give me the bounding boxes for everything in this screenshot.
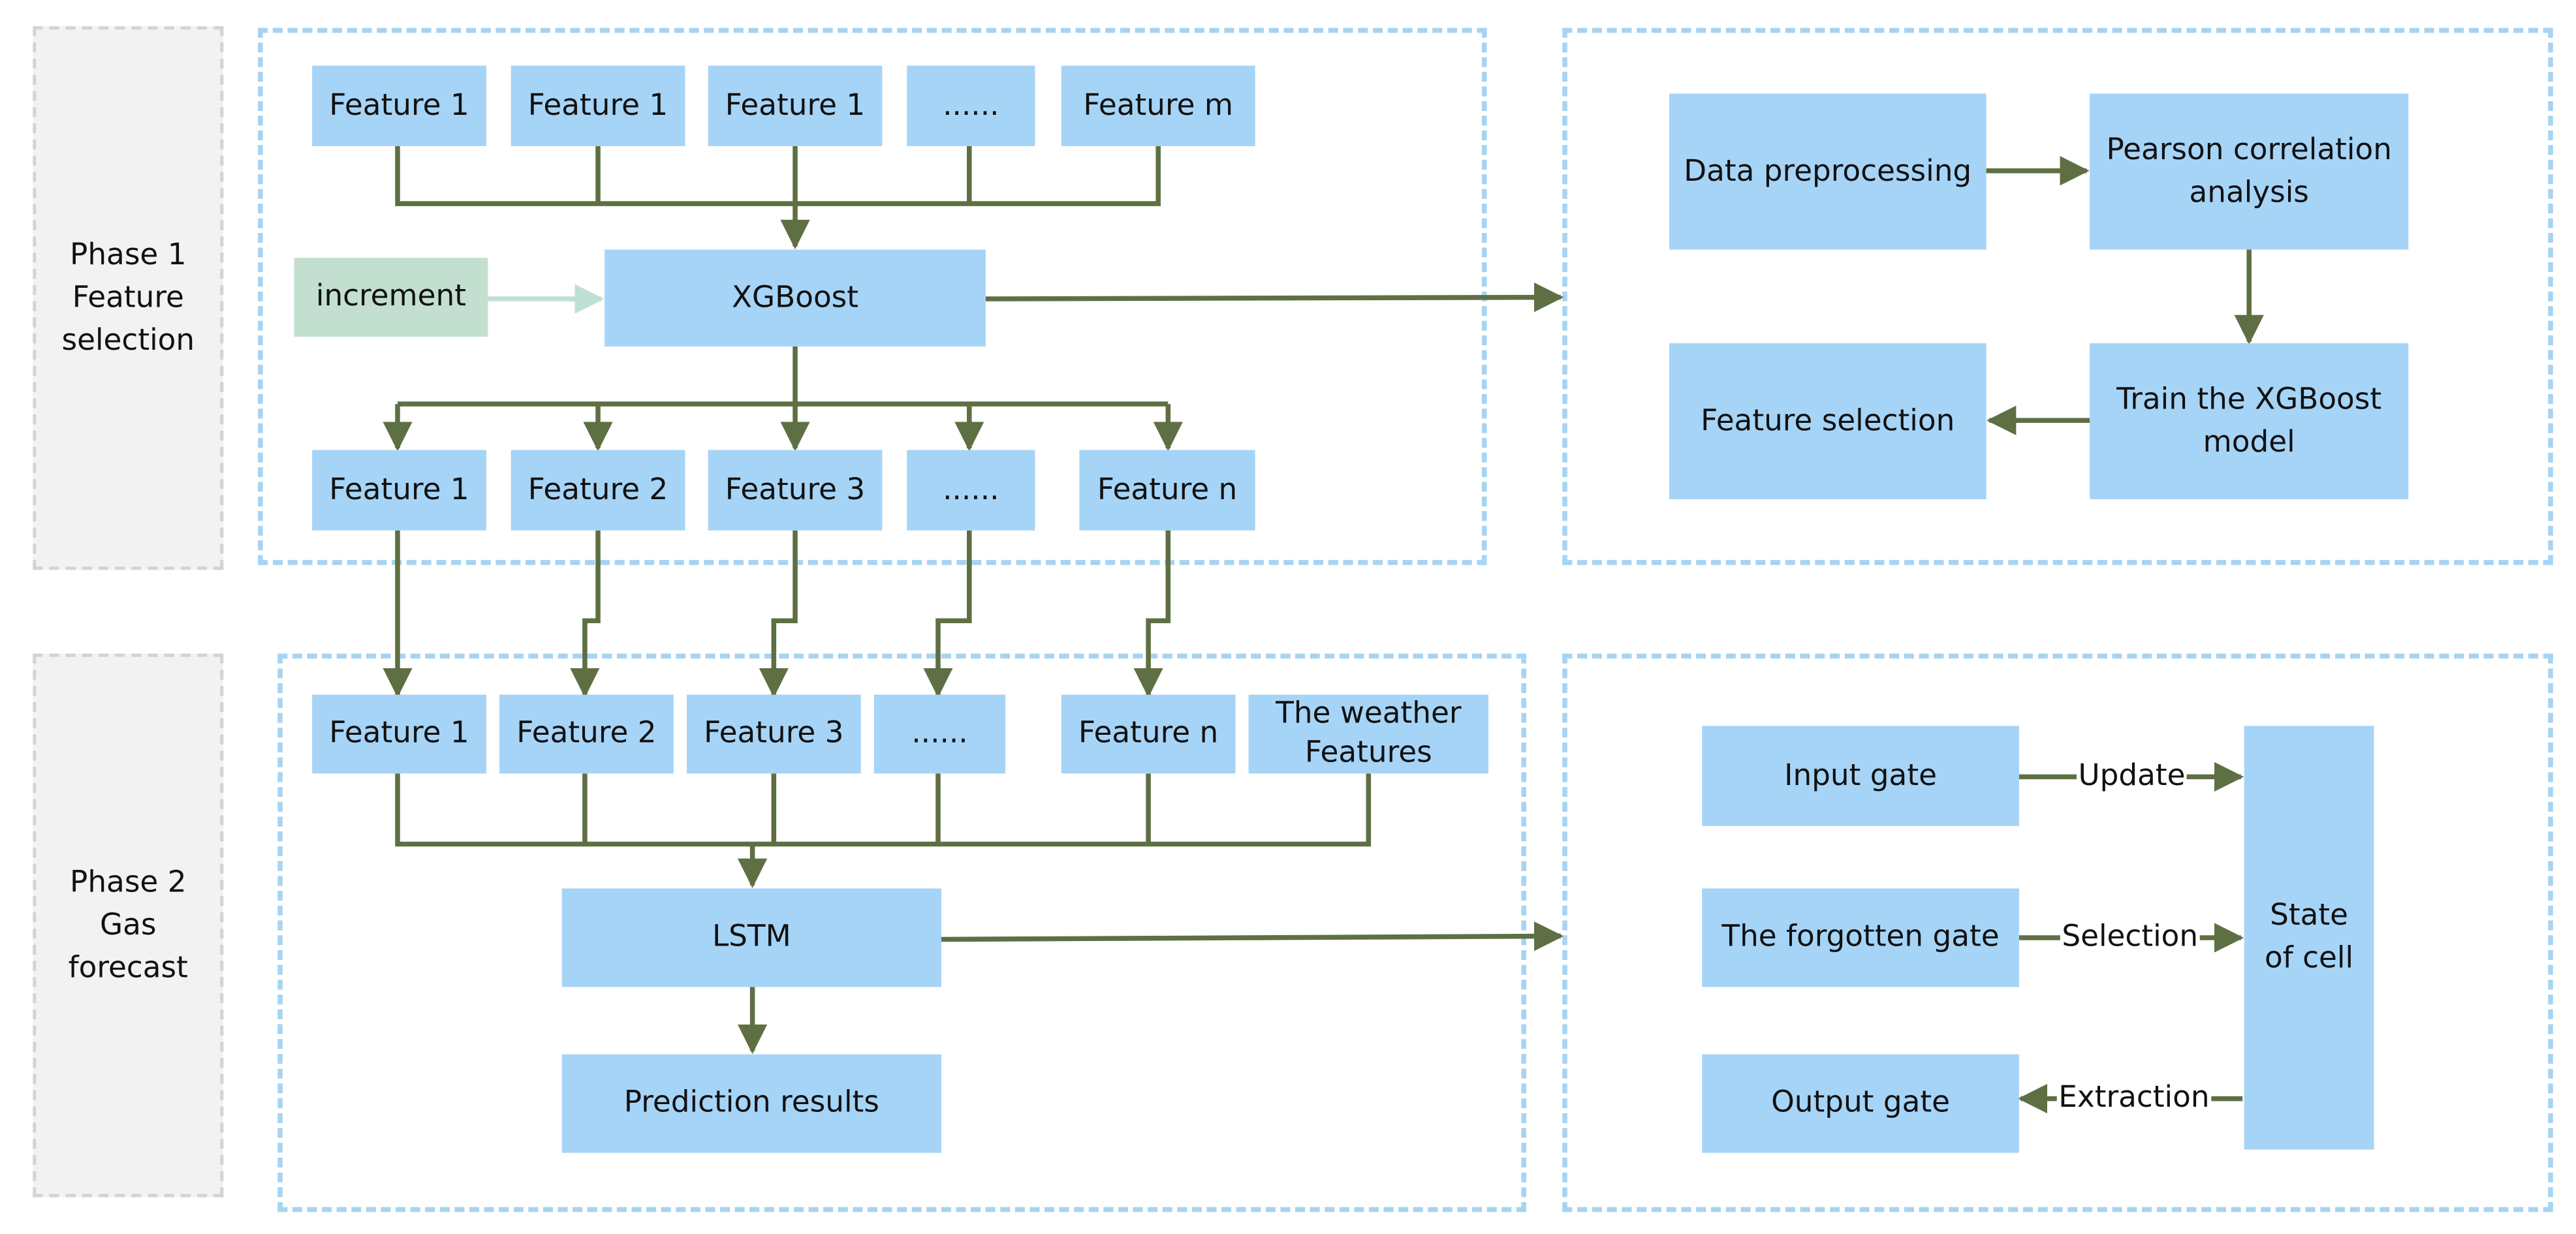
lstm-merge-line [395,773,1372,847]
lstm-input-feature-box-dots: ...... [873,694,1006,774]
cell-state-box: State of cell [2244,726,2374,1150]
extraction-label: Extraction [2056,1080,2212,1117]
phase-2-label: Phase 2 Gas forecast [33,653,224,1197]
xgboost-box: XGBoost [605,249,986,347]
lstm-input-feature-box-3: Feature 3 [686,694,861,774]
input-feature-box-1: Feature 1 [312,65,486,146]
phase-1-line-3: selection [61,322,195,358]
update-label: Update [2076,758,2188,795]
link-feature-2 [570,530,601,698]
lstm-box: LSTM [561,888,942,987]
weather-features-box: The weather Features [1248,694,1489,774]
selection-label: Selection [2060,919,2200,956]
phase-1-line-1: Phase 1 [70,237,187,272]
pearson-analysis-box: Pearson correlation analysis [2090,93,2409,250]
input-feature-box-m: Feature m [1061,65,1255,146]
input-feature-box-dots: ...... [907,65,1035,146]
phase-1-line-2: Feature [72,280,184,315]
train-xgboost-box: Train the XGBoost model [2090,343,2409,500]
link-feature-dots [923,530,972,698]
input-features-merge-line [395,146,1161,206]
phase-2-line-2: Gas [100,907,157,942]
lstm-input-feature-box-2: Feature 2 [499,694,674,774]
data-preprocessing-box: Data preprocessing [1669,93,1987,250]
arrow-xgboost-to-panel [985,282,1564,313]
xgboost-process-group [1562,27,2553,565]
phase-2-line-1: Phase 2 [70,864,187,899]
forget-gate-box: The forgotten gate [1702,888,2019,987]
lstm-input-feature-box-1: Feature 1 [312,694,486,774]
input-gate-box: Input gate [1702,726,2019,826]
lstm-input-feature-box-n: Feature n [1061,694,1236,774]
feature-selection-box: Feature selection [1669,343,1987,500]
prediction-results-box: Prediction results [561,1054,942,1153]
increment-box: increment [294,258,488,337]
lstm-cell-group [1562,653,2553,1212]
arrow-lstm-to-panel [941,921,1564,951]
selected-feature-box-dots: ...... [907,450,1035,531]
input-feature-box-3: Feature 1 [708,65,883,146]
gas-forecast-group [277,653,1526,1212]
link-feature-n [1133,530,1171,698]
phase-1-label: Phase 1 Feature selection [33,26,224,570]
selected-feature-box-2: Feature 2 [510,450,685,531]
phase-2-line-3: forecast [68,949,188,985]
selected-feature-box-1: Feature 1 [312,450,486,531]
output-gate-box: Output gate [1702,1054,2019,1153]
link-feature-3 [759,530,798,698]
input-feature-box-2: Feature 1 [510,65,685,146]
selected-feature-box-3: Feature 3 [708,450,883,531]
selected-feature-box-n: Feature n [1079,450,1255,531]
